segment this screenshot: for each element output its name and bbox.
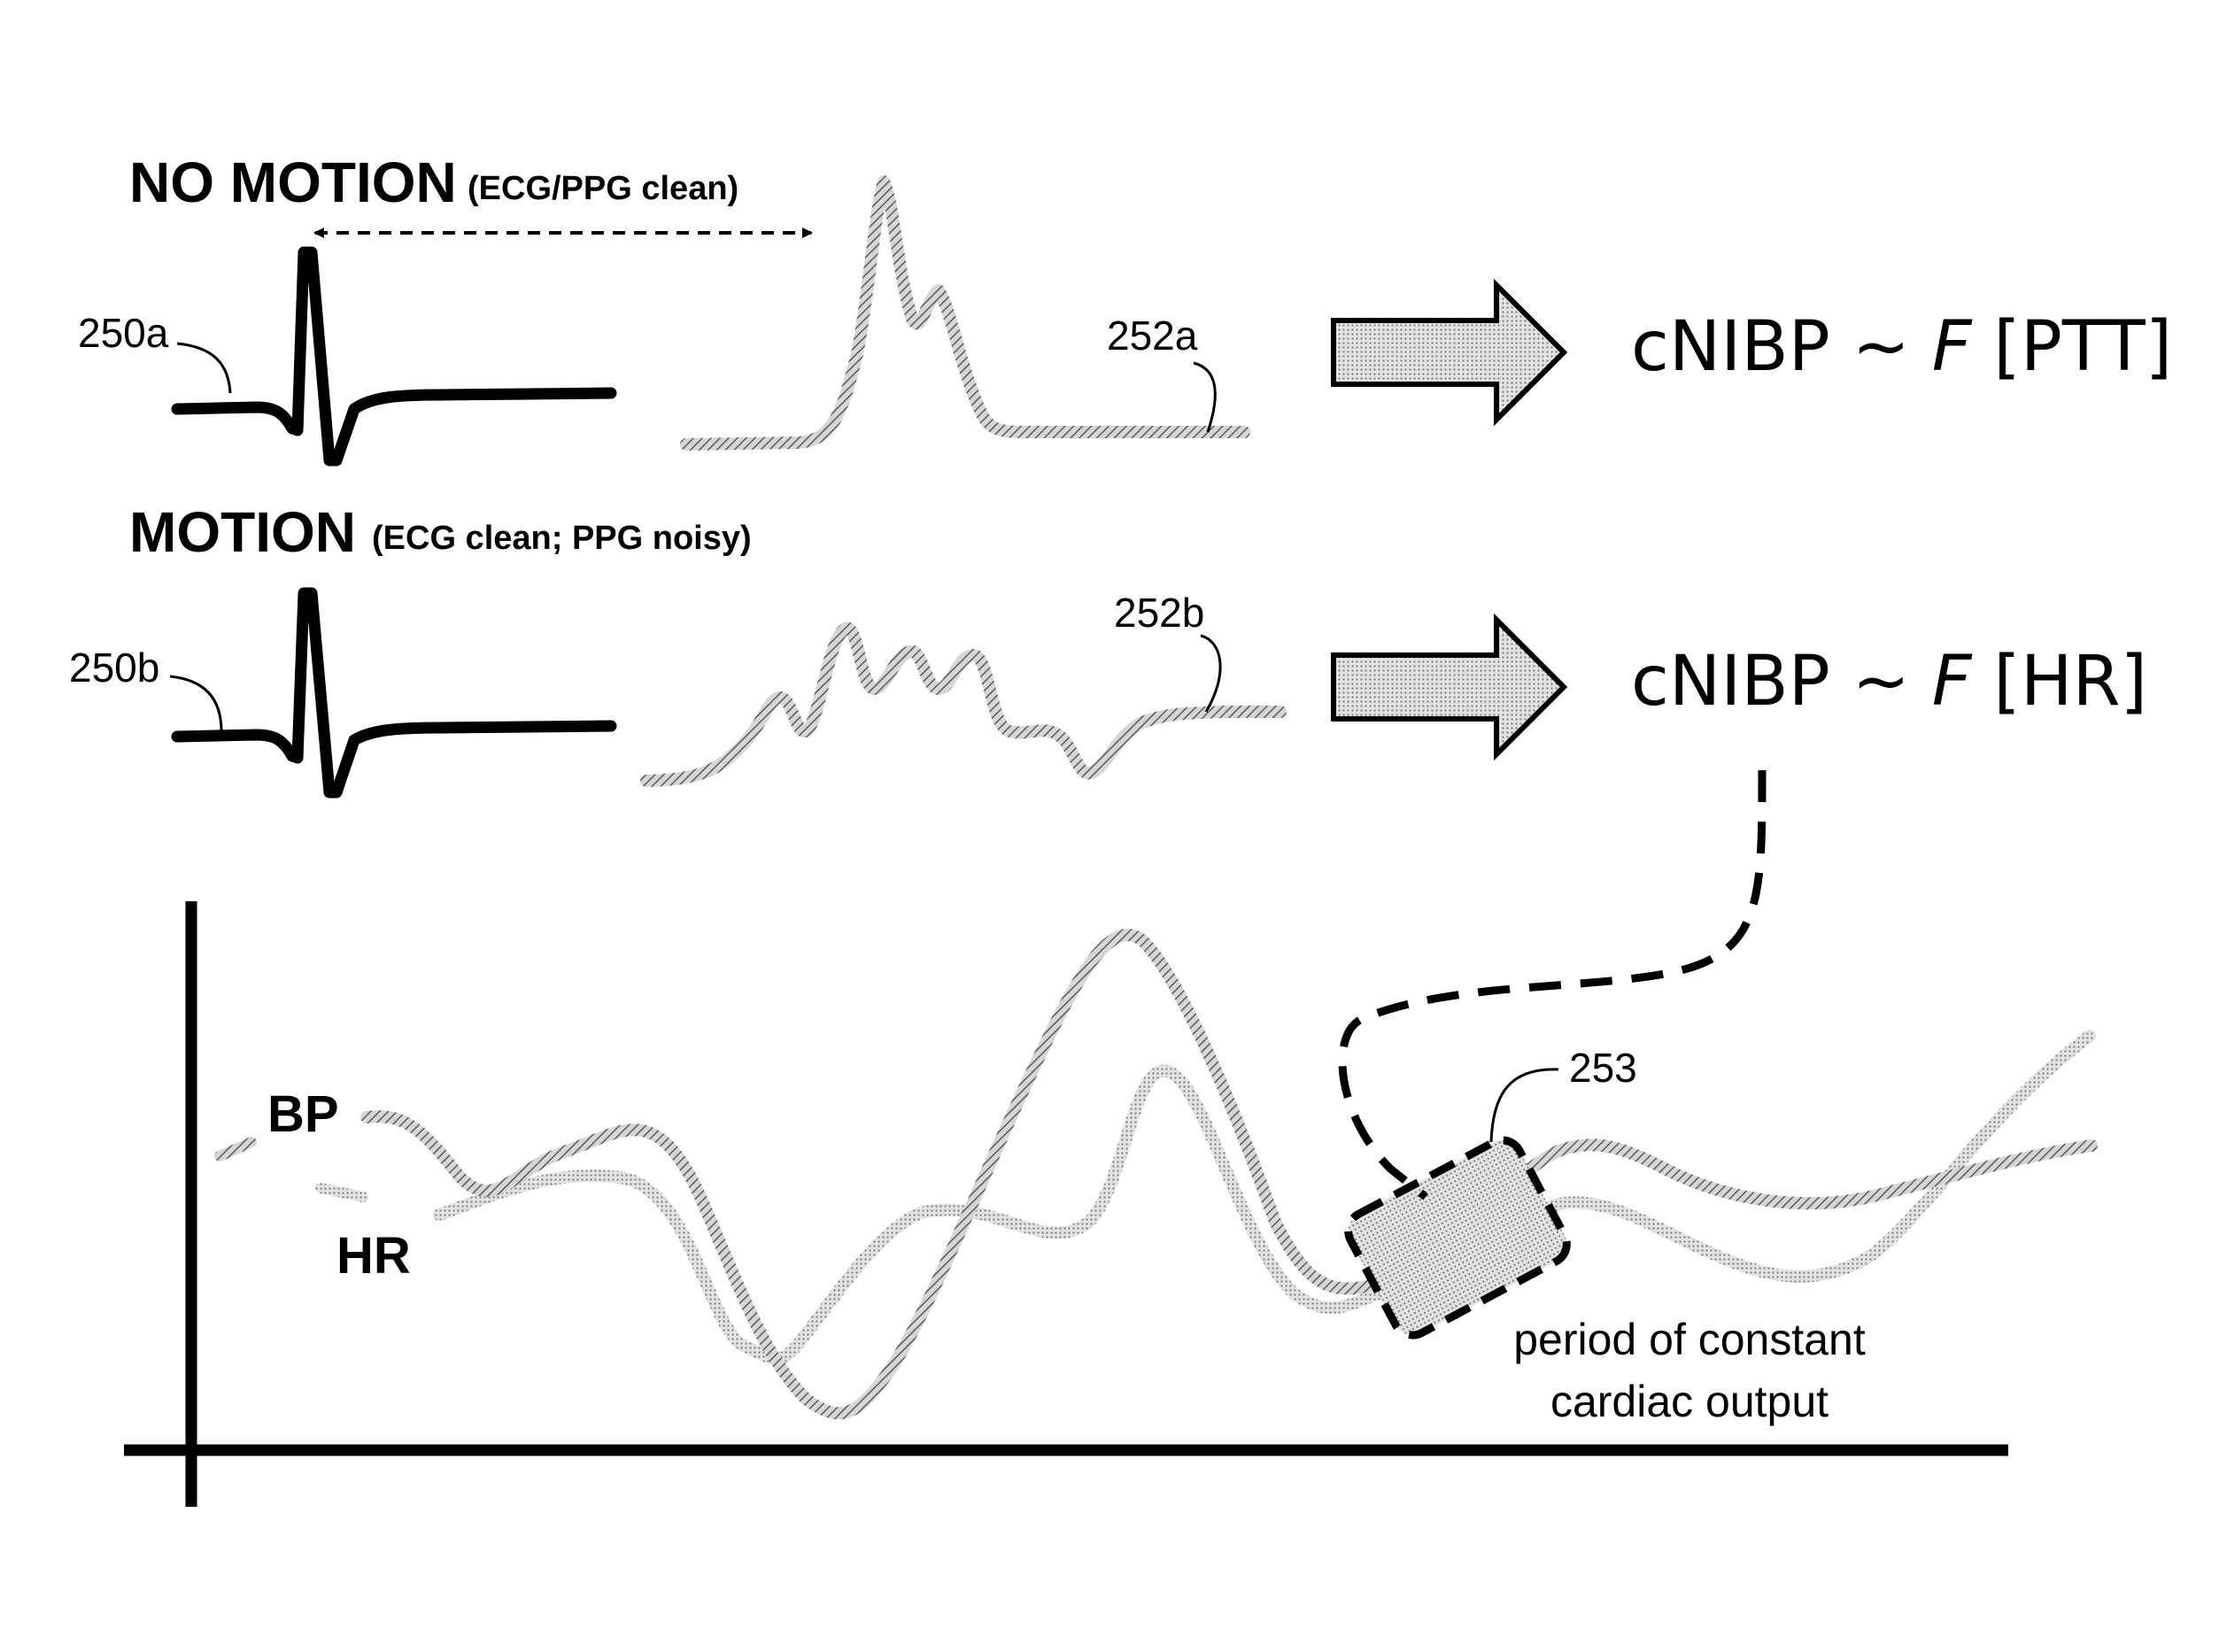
ecg-waveform-motion (177, 593, 611, 792)
ref-252b-leader (1201, 636, 1220, 712)
formula-ptt-func: F (1932, 307, 1973, 387)
ecg-waveform-clean (177, 252, 611, 460)
ref-250b: 250b (69, 645, 159, 691)
no-motion-subtitle: (ECG/PPG clean) (468, 170, 738, 207)
motion-title: MOTION (129, 500, 356, 564)
hr-label: HR (336, 1227, 411, 1285)
formula-hr-arg: [HR] (1972, 642, 2148, 722)
ref-253: 253 (1569, 1045, 1637, 1091)
ref-250a: 250a (78, 310, 169, 356)
formula-ptt-arg: [PTT] (1972, 307, 2173, 387)
block-arrow-ptt (1334, 285, 1564, 420)
motion-subtitle: (ECG clean; PPG noisy) (372, 520, 752, 557)
dashed-connector (1342, 770, 1762, 1197)
annotation-line-2: cardiac output (1550, 1377, 1829, 1426)
formula-hr: cNIBP ~ F [HR] (1631, 642, 2147, 722)
hr-curve-stub (321, 1188, 363, 1197)
formula-ptt: cNIBP ~ F [PTT] (1631, 307, 2172, 387)
ref-250a-leader (177, 344, 230, 393)
formula-ptt-prefix: cNIBP ~ (1631, 307, 1932, 387)
block-arrow-hr (1334, 620, 1564, 754)
ref-252b: 252b (1114, 590, 1204, 636)
bp-label: BP (267, 1085, 339, 1143)
annotation-line-1: period of constant (1513, 1315, 1866, 1364)
formula-hr-func: F (1932, 642, 1973, 722)
bp-curve-stub (220, 1142, 251, 1156)
ppg-waveform-noisy (646, 629, 1280, 781)
formula-hr-prefix: cNIBP ~ (1631, 642, 1932, 722)
ref-252a-leader (1194, 363, 1215, 432)
ref-250b-leader (170, 676, 221, 731)
no-motion-title: NO MOTION (129, 151, 457, 214)
ref-253-leader (1491, 1069, 1558, 1142)
ref-252a: 252a (1107, 313, 1198, 359)
